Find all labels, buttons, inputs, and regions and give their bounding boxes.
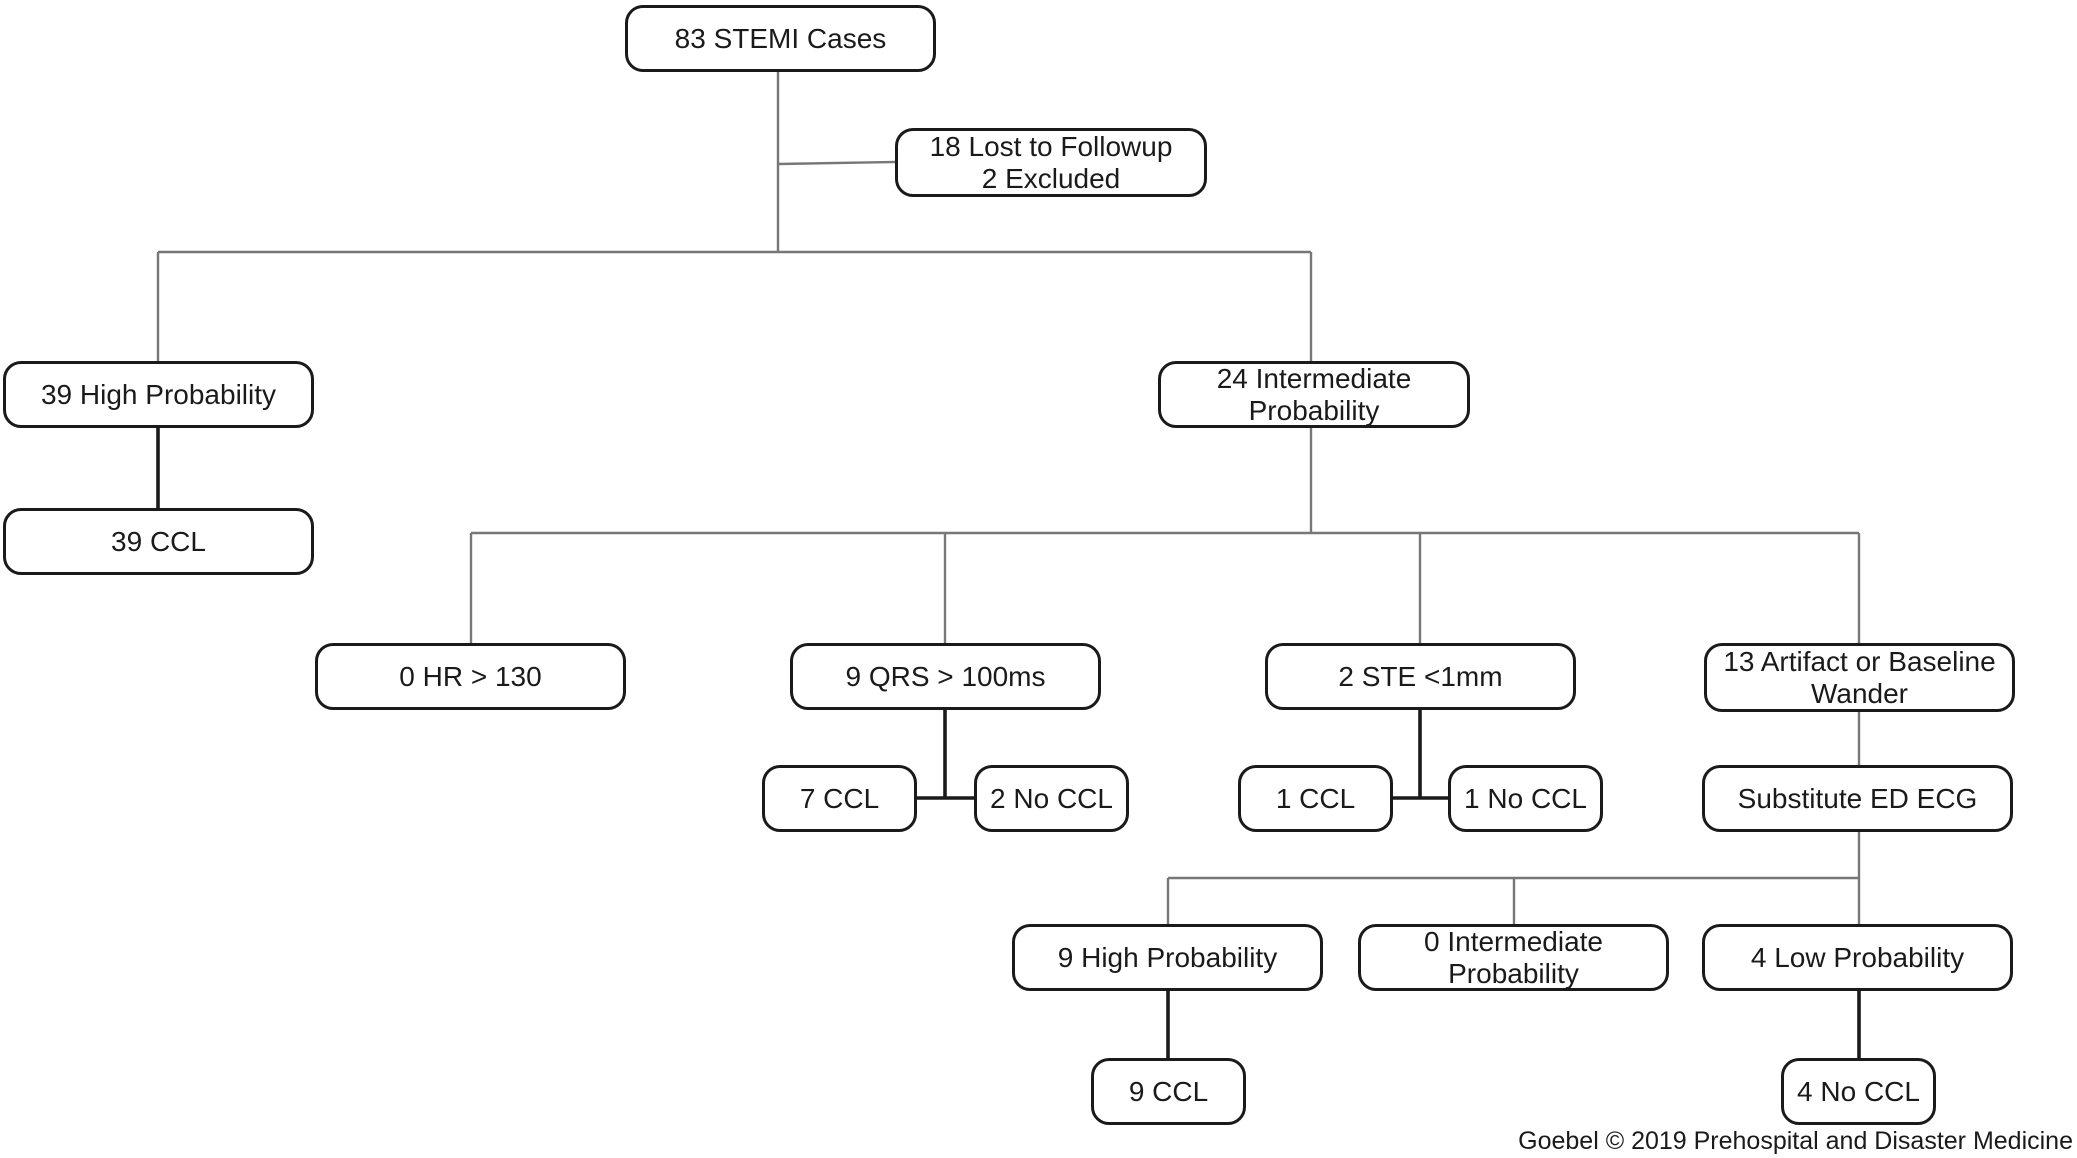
node-sub-high-ccl: 9 CCL [1091, 1058, 1246, 1125]
node-ste-no-ccl-label: 1 No CCL [1464, 782, 1587, 814]
node-stemi-cases-label: 83 STEMI Cases [674, 22, 887, 54]
node-hr-label: 0 HR > 130 [399, 660, 542, 692]
node-lost-excluded: 18 Lost to Followup 2 Excluded [895, 128, 1207, 197]
node-sub-low: 4 Low Probability [1702, 924, 2013, 991]
node-high-probability: 39 High Probability [3, 361, 314, 428]
node-ste-ccl: 1 CCL [1238, 765, 1393, 832]
node-qrs-no-ccl: 2 No CCL [974, 765, 1129, 832]
node-high-probability-label: 39 High Probability [40, 378, 277, 410]
node-sub-high-label: 9 High Probability [1057, 941, 1278, 973]
node-qrs-label: 9 QRS > 100ms [845, 660, 1046, 692]
node-sub-high: 9 High Probability [1012, 924, 1323, 991]
node-ste-ccl-label: 1 CCL [1275, 782, 1356, 814]
node-lost-excluded-label: 18 Lost to Followup 2 Excluded [929, 130, 1173, 194]
node-sub-low-no-ccl-label: 4 No CCL [1797, 1075, 1920, 1107]
connector-root-to-lost [777, 160, 896, 166]
node-intermediate-probability: 24 Intermediate Probability [1158, 361, 1470, 428]
node-substitute-label: Substitute ED ECG [1737, 782, 1978, 814]
node-high-ccl: 39 CCL [3, 508, 314, 575]
node-intermediate-probability-label: 24 Intermediate Probability [1216, 362, 1412, 426]
node-substitute: Substitute ED ECG [1702, 765, 2013, 832]
node-artifact: 13 Artifact or Baseline Wander [1704, 643, 2015, 712]
node-sub-intermediate: 0 Intermediate Probability [1358, 924, 1669, 991]
node-stemi-cases: 83 STEMI Cases [625, 5, 936, 72]
node-artifact-label: 13 Artifact or Baseline Wander [1723, 645, 1996, 709]
node-qrs-no-ccl-label: 2 No CCL [990, 782, 1113, 814]
node-qrs-ccl-label: 7 CCL [799, 782, 880, 814]
node-ste-label: 2 STE <1mm [1338, 660, 1503, 692]
node-qrs: 9 QRS > 100ms [790, 643, 1101, 710]
node-sub-high-ccl-label: 9 CCL [1128, 1075, 1209, 1107]
node-ste: 2 STE <1mm [1265, 643, 1576, 710]
node-qrs-ccl: 7 CCL [762, 765, 917, 832]
node-hr: 0 HR > 130 [315, 643, 626, 710]
node-high-ccl-label: 39 CCL [111, 525, 206, 557]
node-sub-intermediate-label: 0 Intermediate Probability [1424, 925, 1603, 989]
node-sub-low-no-ccl: 4 No CCL [1781, 1058, 1936, 1125]
node-ste-no-ccl: 1 No CCL [1448, 765, 1603, 832]
copyright-credit: Goebel © 2019 Prehospital and Disaster M… [1518, 1127, 2073, 1155]
node-sub-low-label: 4 Low Probability [1750, 941, 1965, 973]
